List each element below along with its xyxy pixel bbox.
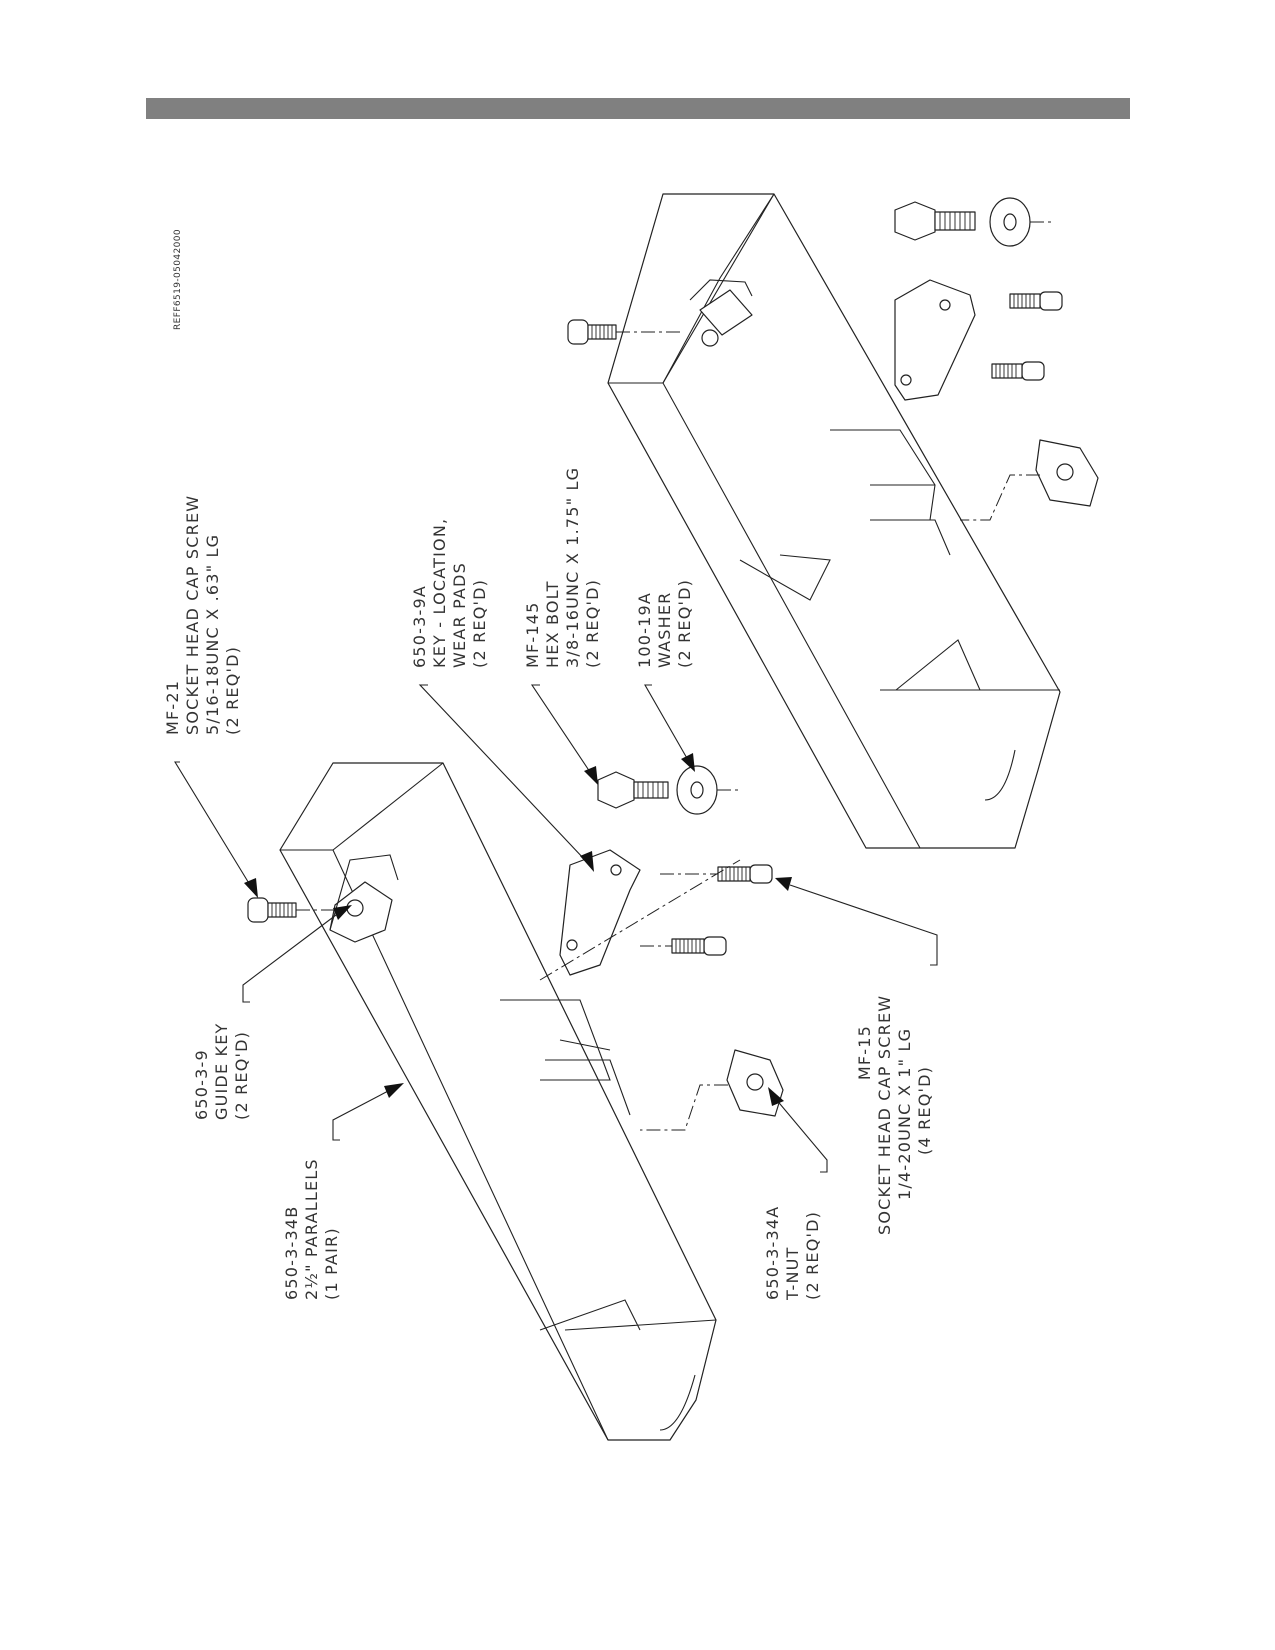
callout-key-9a-line3: WEAR PADS — [450, 562, 469, 668]
callout-guide-key-line2: GUIDE KEY — [212, 1022, 231, 1120]
callout-tnut-line1: 650-3-34A — [763, 1206, 782, 1300]
parallel-right — [607, 193, 1061, 849]
callout-tnut-line3: (2 REQ'D) — [803, 1211, 822, 1300]
callout-parallels-line2: 2½" PARALLELS — [302, 1158, 321, 1300]
parallel-left — [279, 762, 717, 1441]
callout-parallels-line3: (1 PAIR) — [322, 1227, 341, 1300]
callout-mf15-line2: SOCKET HEAD CAP SCREW — [875, 995, 894, 1235]
callout-mf145-line1: MF-145 — [523, 601, 542, 668]
hardware-left — [247, 765, 784, 1131]
callout-guide-key-line3: (2 REQ'D) — [232, 1031, 251, 1120]
callout-mf15: MF-15 SOCKET HEAD CAP SCREW 1/4-20UNC X … — [855, 995, 934, 1235]
callout-mf15-line4: (4 REQ'D) — [915, 1066, 934, 1155]
callout-mf145: MF-145 HEX BOLT 3/8-16UNC X 1.75" LG (2 … — [523, 467, 602, 668]
callout-mf21-line3: 5/16-18UNC X .63" LG — [203, 534, 222, 735]
header-bar — [146, 98, 1130, 119]
callout-mf145-line3: 3/8-16UNC X 1.75" LG — [563, 467, 582, 668]
callout-washer-line1: 100-19A — [635, 592, 654, 668]
callout-mf21-line2: SOCKET HEAD CAP SCREW — [183, 495, 202, 735]
callout-tnut-line2: T-NUT — [783, 1246, 802, 1301]
callout-parallels-line1: 650-3-34B — [282, 1206, 301, 1300]
reference-number: REFF6519-05042000 — [173, 229, 183, 330]
callout-mf145-line4: (2 REQ'D) — [583, 579, 602, 668]
callout-key-9a: 650-3-9A KEY - LOCATION, WEAR PADS (2 RE… — [410, 518, 489, 668]
callout-guide-key: 650-3-9 GUIDE KEY (2 REQ'D) — [192, 1022, 251, 1120]
callout-washer: 100-19A WASHER (2 REQ'D) — [635, 579, 694, 668]
hardware-right — [567, 197, 1099, 521]
callout-key-9a-line2: KEY - LOCATION, — [430, 518, 449, 668]
callout-mf15-line3: 1/4-20UNC X 1" LG — [895, 1028, 914, 1200]
callout-washer-line2: WASHER — [655, 591, 674, 668]
callout-parallels: 650-3-34B 2½" PARALLELS (1 PAIR) — [282, 1158, 341, 1300]
callout-mf145-line2: HEX BOLT — [543, 580, 562, 668]
callout-mf21: MF-21 SOCKET HEAD CAP SCREW 5/16-18UNC X… — [163, 495, 242, 735]
leader-lines — [174, 684, 938, 1173]
callout-washer-line3: (2 REQ'D) — [675, 579, 694, 668]
callout-mf21-line4: (2 REQ'D) — [223, 646, 242, 735]
callout-key-9a-line4: (2 REQ'D) — [470, 579, 489, 668]
callout-key-9a-line1: 650-3-9A — [410, 585, 429, 668]
callout-guide-key-line1: 650-3-9 — [192, 1049, 211, 1120]
callout-mf21-line1: MF-21 — [163, 680, 182, 735]
callout-mf15-line1: MF-15 — [855, 1025, 874, 1080]
callout-tnut: 650-3-34A T-NUT (2 REQ'D) — [763, 1206, 822, 1301]
